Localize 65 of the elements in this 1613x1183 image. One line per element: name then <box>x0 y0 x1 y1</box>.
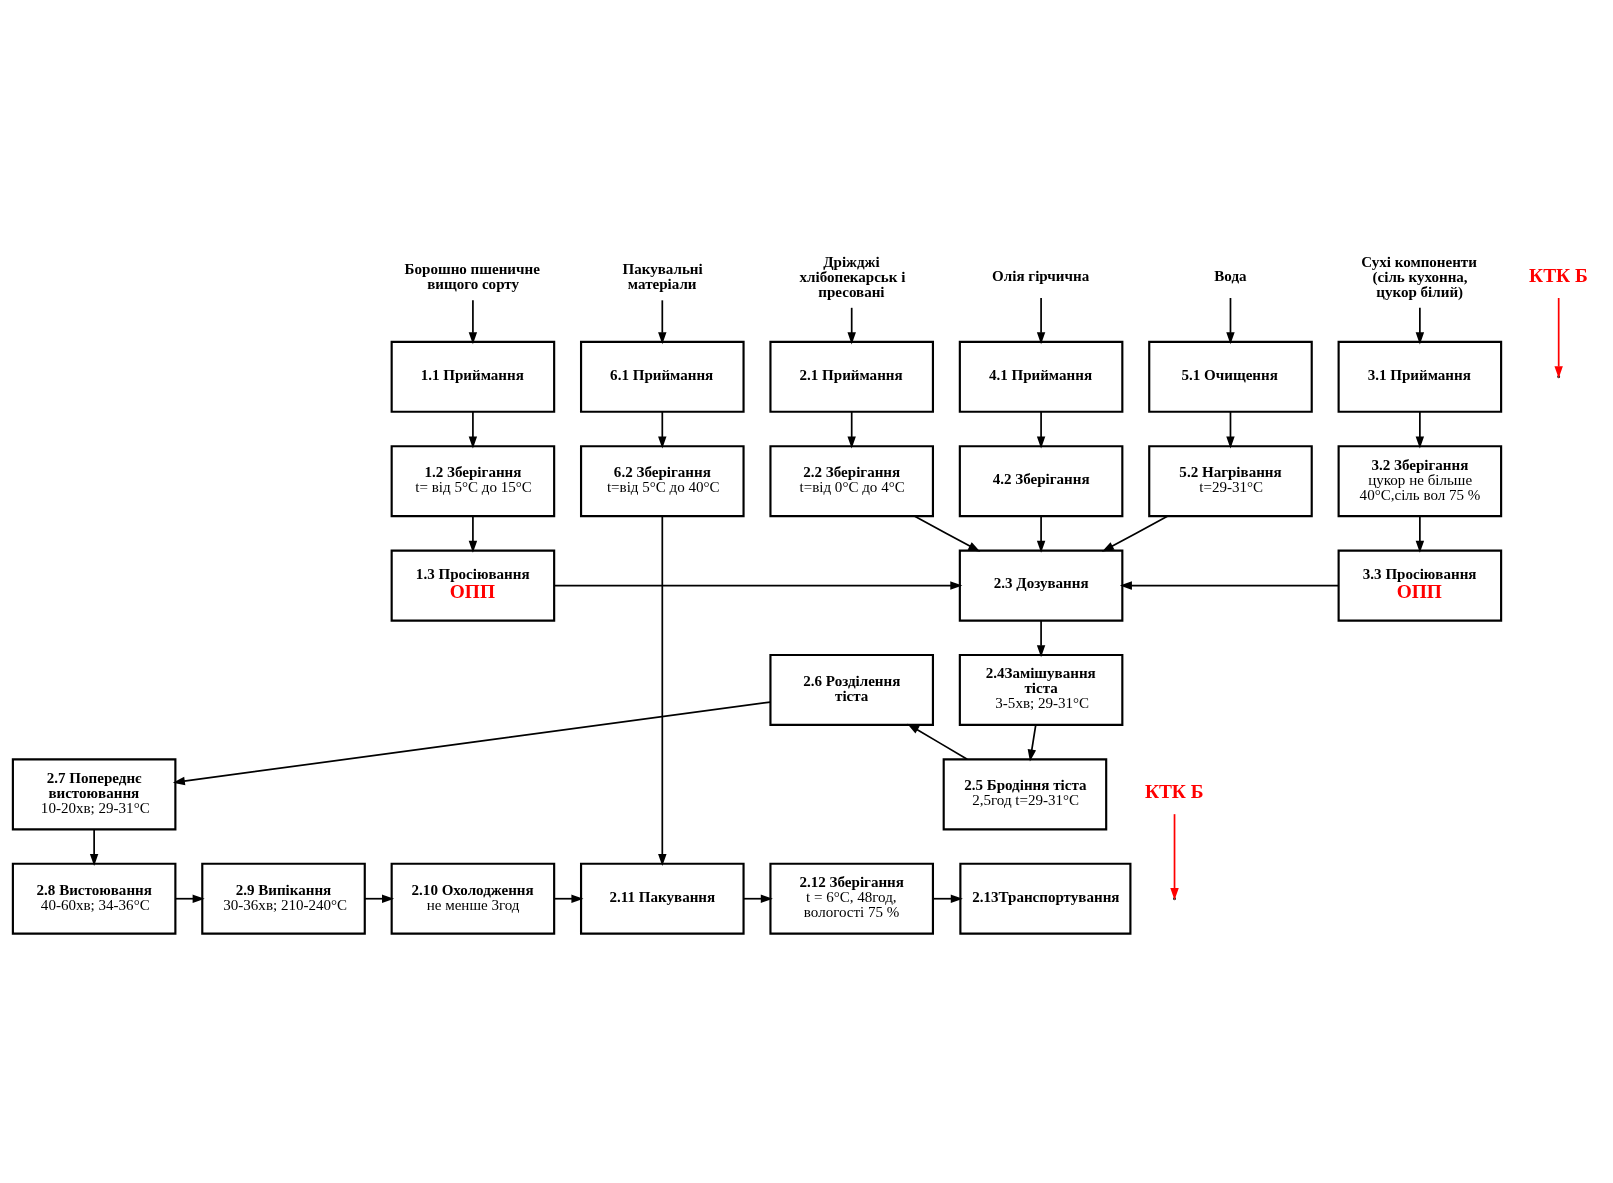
node-box: 2.12 Зберігання t = 6°C, 48год, вологості 75 % <box>769 862 934 935</box>
arrow <box>742 894 773 903</box>
node-text: Борошно пшеничне вищого сорту <box>404 261 540 293</box>
node-box: 1.3 Просіювання ОПП <box>390 549 556 622</box>
node-box: 5.1 Очищення <box>1148 340 1313 413</box>
arrow <box>658 299 667 345</box>
node-box: 5.2 Нагрівання t=29-31°C <box>1148 445 1313 518</box>
arrow <box>89 828 99 866</box>
arrow <box>658 411 667 449</box>
arrow <box>1101 515 1169 552</box>
arrow <box>1036 619 1046 658</box>
arrow <box>468 411 478 449</box>
arrow <box>1226 297 1235 345</box>
node-box: 2.13Транспортування <box>959 862 1132 935</box>
node-text: КТК Б <box>1529 265 1588 287</box>
arrow <box>553 894 584 903</box>
node-box: 1.1 Приймання <box>390 340 556 413</box>
arrow <box>468 299 478 345</box>
arrow <box>1036 411 1046 449</box>
arrow <box>1036 297 1046 345</box>
arrow <box>1415 306 1425 345</box>
node-box: 2.11 Пакування <box>580 862 745 935</box>
node-box: 1.2 Зберігання t= від 5°C до 15°C <box>390 445 556 518</box>
node-box: 3.1 Приймання <box>1337 340 1503 413</box>
arrow <box>658 515 667 867</box>
node-box: 2.1 Приймання <box>769 340 934 413</box>
node-box: 2.9 Випікання 30-36хв; 210-240°C <box>201 862 366 935</box>
node-box: 3.3 Просіювання ОПП <box>1337 549 1503 622</box>
node-text: Сухі компоненти (сіль кухонна, цукор білий) <box>1361 253 1477 300</box>
node-box: 4.1 Приймання <box>958 340 1124 413</box>
arrow <box>1415 515 1425 553</box>
node-text: Дріжджі хлібопекарськ і пресовані <box>799 253 906 300</box>
arrow <box>172 701 772 786</box>
node-box: 2.2 Зберігання t=від 0°C до 4°C <box>769 445 934 518</box>
node-box: 2.6 Розділення тіста <box>769 653 934 726</box>
node-text: КТК Б <box>1144 781 1204 802</box>
arrow <box>1027 724 1037 762</box>
arrow <box>174 894 205 903</box>
node-text: Вода <box>1214 268 1247 285</box>
arrow <box>913 515 981 552</box>
arrow <box>1170 813 1179 901</box>
node-text: Пакувальні матеріали <box>622 261 703 293</box>
node-box: 6.2 Зберігання t=від 5°C до 40°C <box>580 445 745 518</box>
arrow <box>1415 411 1425 449</box>
node-text: Олія гірчична <box>992 268 1090 285</box>
arrow <box>468 515 478 553</box>
arrow <box>932 894 963 903</box>
arrow <box>1226 411 1235 449</box>
arrow <box>847 306 856 345</box>
node-box: 2.4Замішування тіста 3-5хв; 29-31°C <box>958 653 1124 726</box>
node-box: 2.8 Вистоювання 40-60хв; 34-36°C <box>11 862 177 935</box>
node-box: 3.2 Зберігання цукор не більше 40°C,сіль вол 75 % <box>1337 445 1503 518</box>
arrow <box>907 723 969 761</box>
arrow <box>553 581 963 590</box>
node-box: 2.7 Попереднє вистоювання 10-20хв; 29-31°C <box>11 758 177 831</box>
arrow <box>847 411 856 449</box>
node-box: 2.10 Охолодження не менше 3год <box>390 862 556 935</box>
node-box: 2.5 Бродіння тіста 2,5год t=29-31°C <box>942 758 1108 831</box>
arrow <box>364 894 395 903</box>
arrow <box>1036 515 1046 553</box>
arrow <box>1554 297 1563 379</box>
node-box: 2.3 Дозування <box>958 549 1124 622</box>
arrow <box>1119 581 1340 590</box>
node-box: 6.1 Приймання <box>580 340 745 413</box>
node-box: 4.2 Зберігання <box>958 445 1124 518</box>
